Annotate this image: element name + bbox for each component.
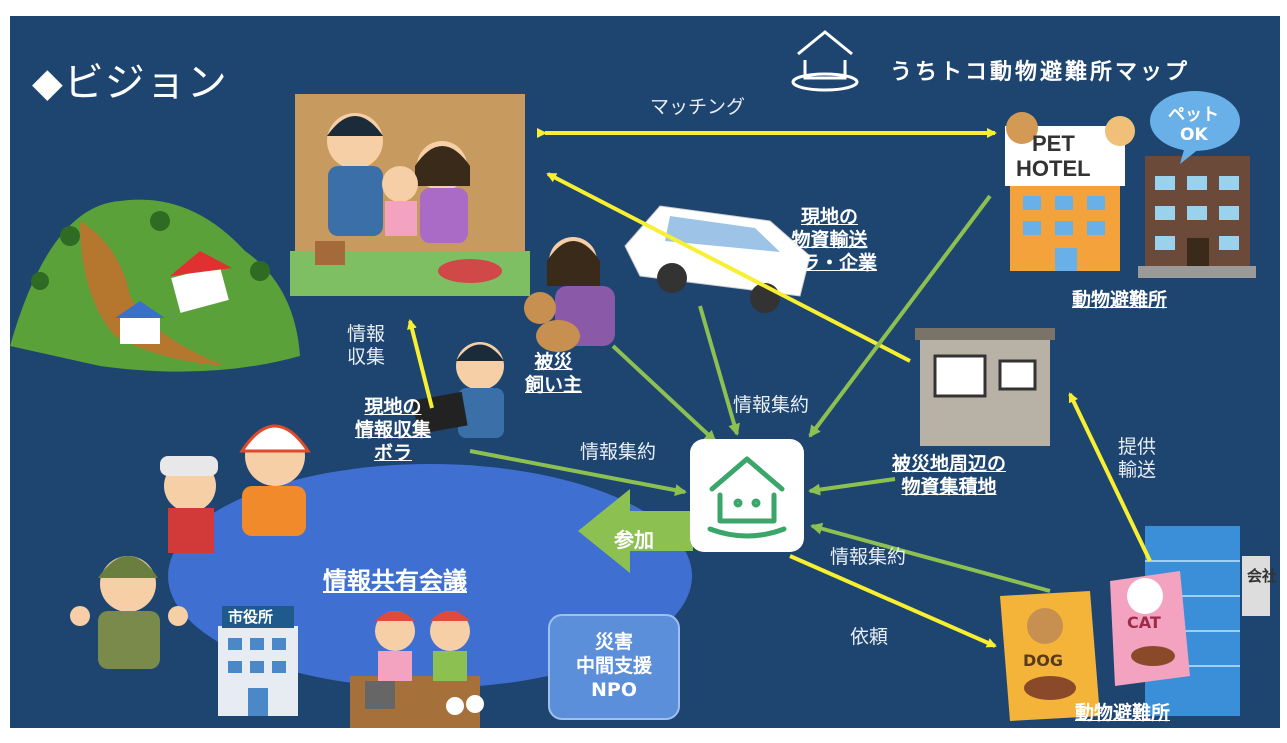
join-arrow: [578, 489, 693, 573]
volunteer-label-line: 現地の: [364, 396, 422, 418]
supply-arrow: [1068, 392, 1152, 562]
aggregate-label-bottom: 情報集約: [830, 546, 907, 568]
company-sign: 会社: [1247, 567, 1277, 585]
vision-diagram: PET HOTEL ペット OK: [10, 16, 1280, 728]
hotel-sign: PET: [1032, 131, 1075, 156]
aggregate-arrow: [698, 305, 740, 436]
join-label: 参加: [614, 528, 654, 552]
cat-food-label: CAT: [1127, 613, 1161, 632]
cat-food-bag-icon: [1110, 571, 1190, 686]
city-hall-icon: [218, 606, 298, 716]
info-collect-label: 情報 収集: [347, 323, 385, 369]
aggregate-arrow: [469, 449, 687, 497]
pet-ok-text: ペット: [1168, 105, 1219, 125]
owner-label-line: 飼い主: [525, 373, 583, 396]
npo-box: 災害 中間支援 NPO: [548, 614, 680, 720]
dog-food-label: DOG: [1023, 651, 1063, 670]
npo-line: 中間支援: [575, 655, 652, 678]
car-icon: [624, 205, 811, 313]
pet-hotel-icon: [1005, 112, 1135, 271]
info-collect-arrow: [407, 319, 434, 409]
npo-line: 災害: [594, 631, 633, 654]
volunteer-tablet-icon: [412, 342, 504, 438]
rescue-workers-icon: [160, 424, 311, 553]
depot-label-line: 物資集積地: [901, 475, 997, 498]
shelter-label-bottom: 動物避難所: [1075, 702, 1171, 724]
request-arrow: [789, 554, 997, 648]
landslide-icon: [10, 199, 300, 372]
city-hall-sign: 市役所: [228, 608, 273, 626]
npo-line: NPO: [591, 678, 637, 701]
soldier-icon: [70, 556, 188, 669]
shelter-label-top: 動物避難所: [1072, 289, 1168, 311]
storage-depot-icon: [915, 328, 1055, 446]
aggregate-label-left: 情報集約: [580, 441, 657, 463]
transport-label-line: 物資輸送: [791, 228, 868, 251]
pet-ok-text: OK: [1180, 125, 1208, 145]
aggregate-arrow: [808, 477, 896, 496]
owner-label: 被災 飼い主: [525, 351, 582, 397]
dog-food-bag-icon: [1000, 591, 1100, 721]
diagram-graphics: PET HOTEL ペット OK: [10, 30, 1277, 728]
info-collect-line: 収集: [347, 345, 386, 368]
cooks-icon: [350, 611, 484, 728]
volunteer-label-line: ボラ: [374, 441, 413, 464]
info-collect-line: 情報: [347, 323, 386, 345]
supply-label-line: 輸送: [1118, 458, 1157, 481]
transport-label-line: ボラ・企業: [782, 251, 878, 274]
owner-label-line: 被災: [534, 351, 573, 373]
app-icon: [690, 439, 804, 552]
transport-arrow: [546, 172, 911, 363]
family-evacuees-icon: [290, 94, 530, 296]
volunteer-label: 現地の 情報収集 ボラ: [355, 396, 431, 464]
transport-label-line: 現地の: [801, 206, 859, 228]
house-dog-logo-icon: [791, 30, 859, 92]
request-label: 依頼: [850, 626, 889, 648]
volunteer-label-line: 情報収集: [355, 418, 432, 441]
supply-label: 提供 輸送: [1118, 436, 1156, 482]
matching-label: マッチング: [650, 96, 746, 118]
page-title: ◆ビジョン: [32, 60, 228, 106]
depot-label: 被災地周辺の 物資集積地: [892, 453, 1006, 499]
woman-with-dog-icon: [524, 237, 615, 352]
apartment-icon: [1138, 91, 1256, 278]
aggregate-arrow: [810, 522, 1051, 593]
brand-name: うちトコ動物避難所マップ: [890, 60, 1191, 85]
aggregate-arrow: [611, 344, 717, 443]
depot-label-line: 被災地周辺の: [892, 453, 1007, 475]
supply-label-line: 提供: [1118, 436, 1157, 458]
meeting-label: 情報共有会議: [323, 567, 467, 595]
aggregate-label-top: 情報集約: [733, 394, 810, 416]
aggregate-arrow: [808, 194, 992, 438]
transport-label: 現地の 物資輸送 ボラ・企業: [782, 206, 877, 274]
house-dog-logo-icon: [707, 456, 787, 539]
hotel-sign: HOTEL: [1016, 156, 1091, 181]
